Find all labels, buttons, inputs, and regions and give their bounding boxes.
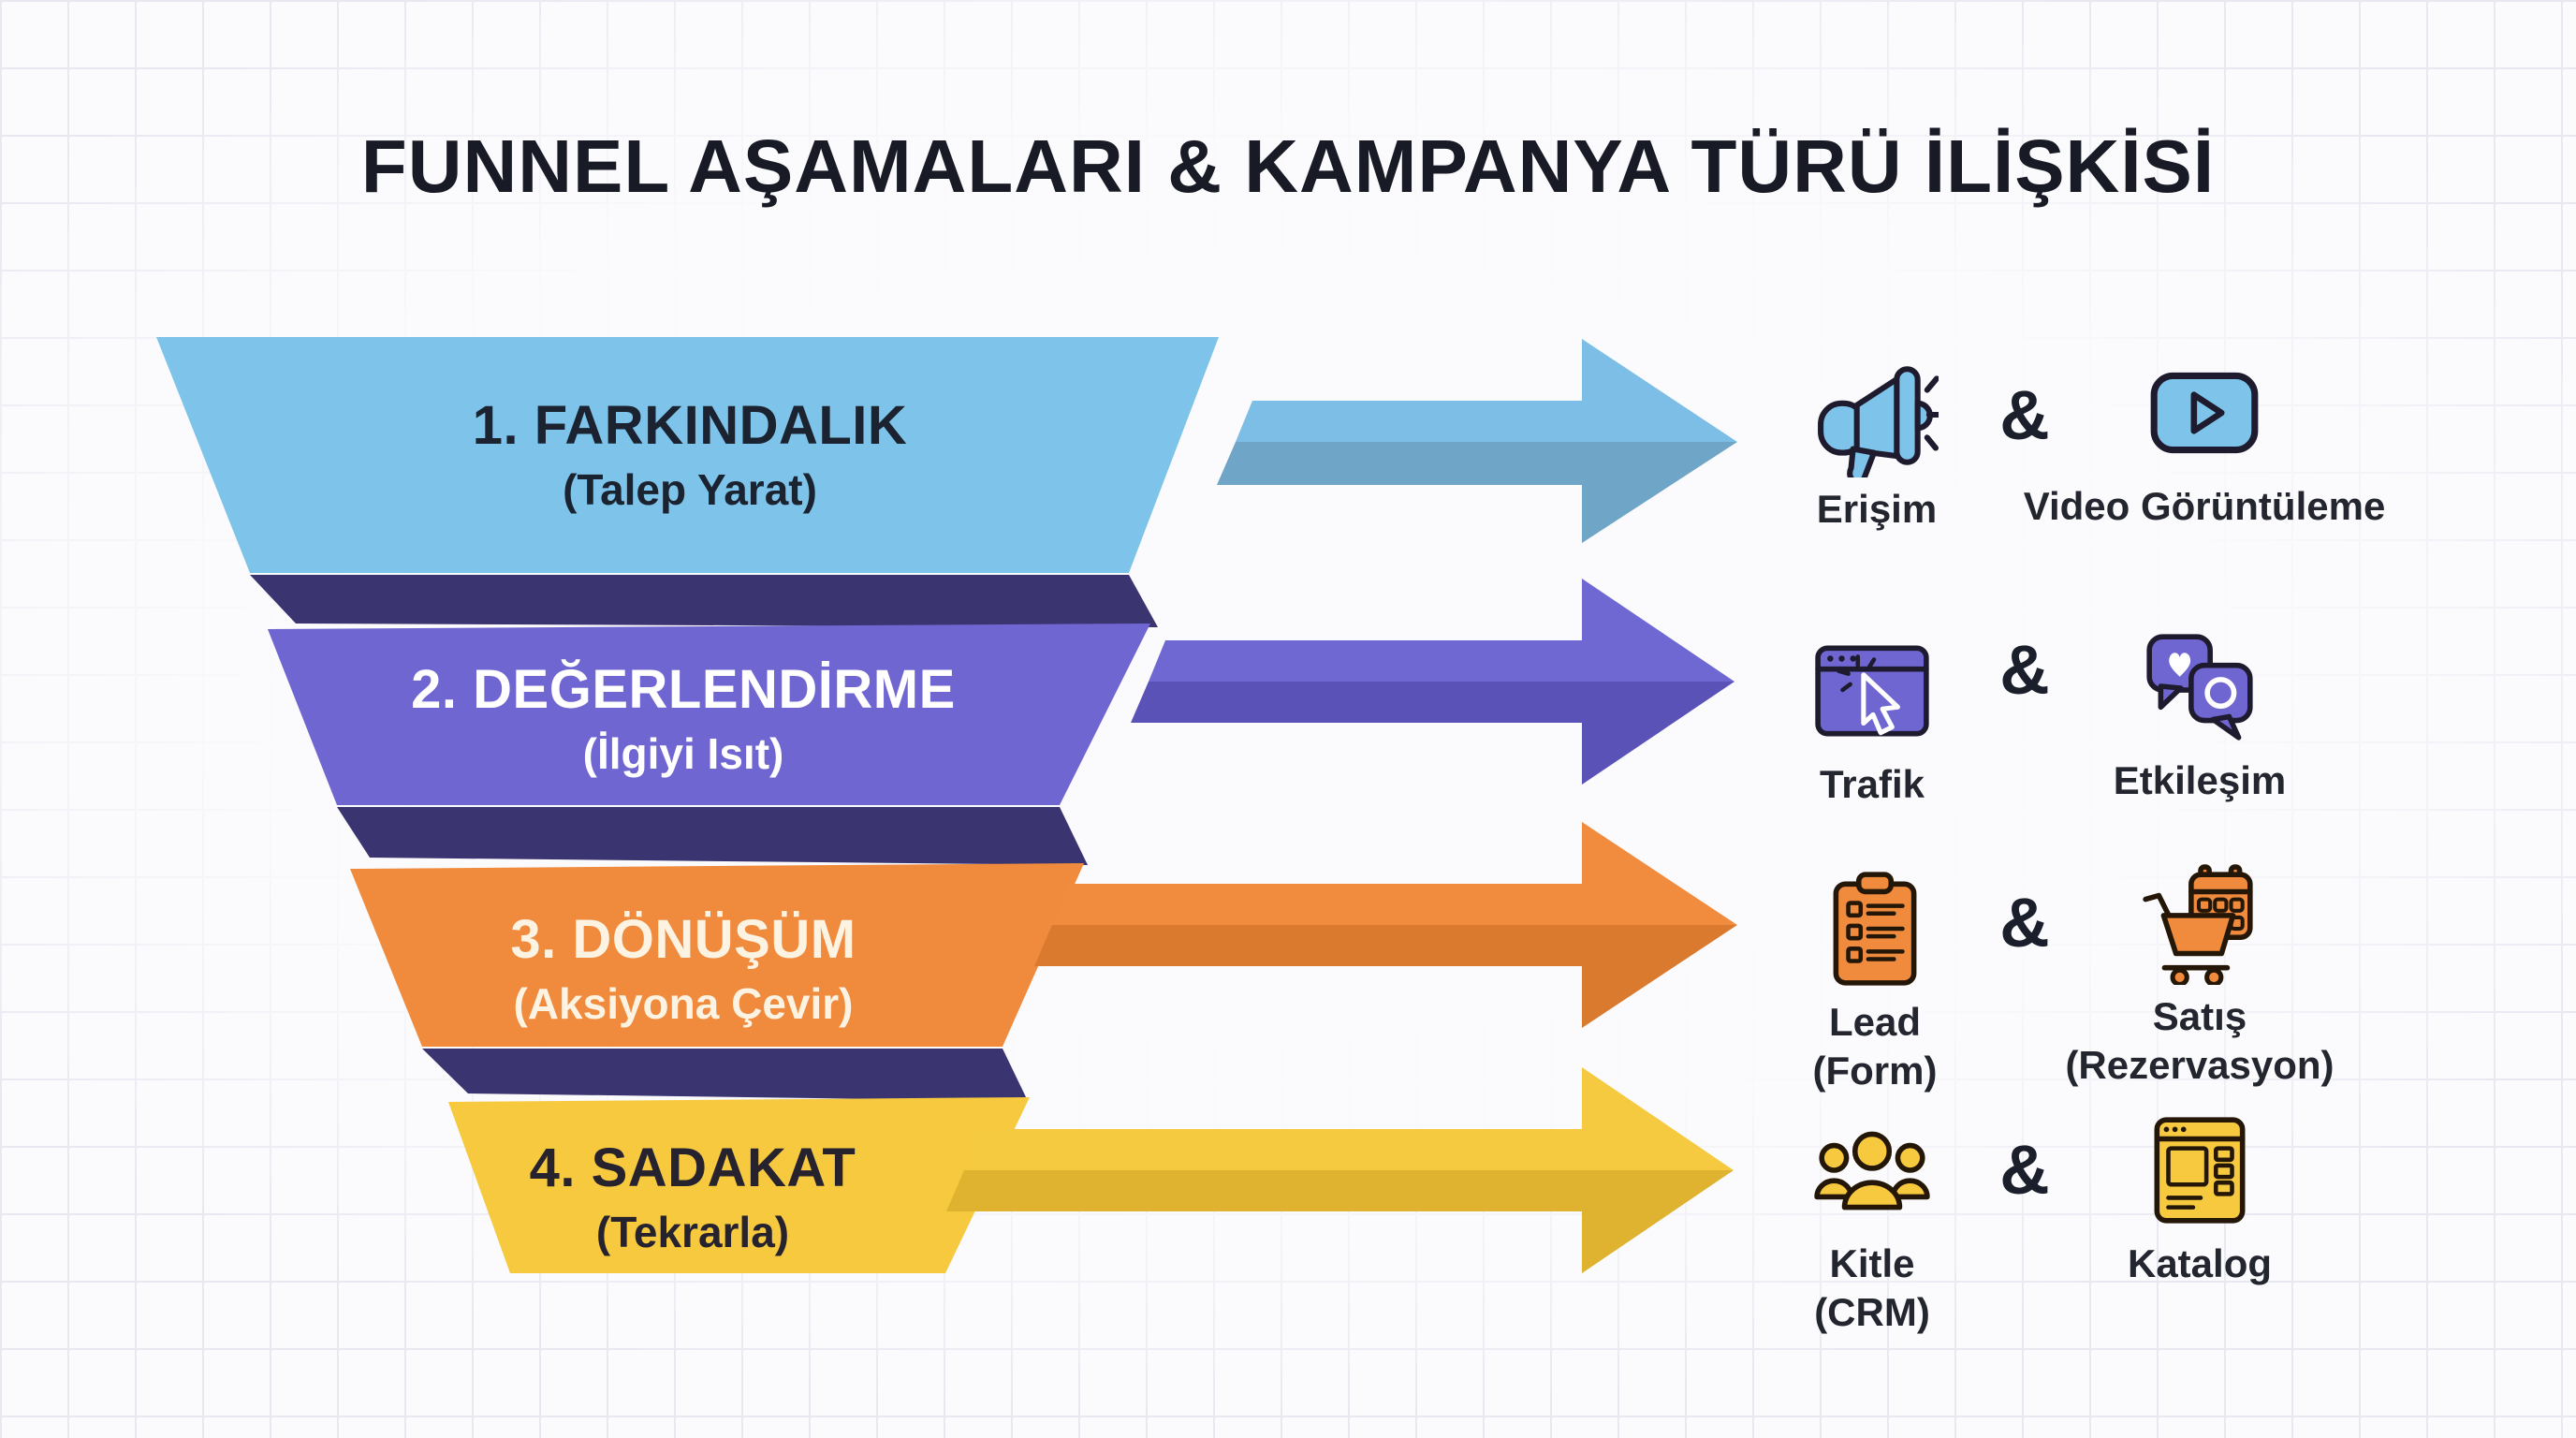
stage-subtitle: (Tekrarla) bbox=[595, 1208, 790, 1256]
item-label: Satış bbox=[2152, 994, 2247, 1038]
arrow-stage-3 bbox=[1034, 822, 1737, 1028]
item-label: Katalog bbox=[2127, 1241, 2272, 1285]
item-label-2: (Rezervasyon) bbox=[2065, 1043, 2334, 1087]
stage-subtitle: (Aksiyona Çevir) bbox=[513, 979, 854, 1028]
item-label-2: (Form) bbox=[1812, 1049, 1938, 1093]
funnel-stage-1-face bbox=[156, 337, 1219, 573]
ampersand: & bbox=[1999, 1131, 2050, 1209]
campaign-item-etkilesim: Etkileşim bbox=[1980, 625, 2420, 805]
campaign-item-video-goruntuleme: Video Görüntüleme bbox=[1984, 351, 2424, 531]
funnel-band-2 bbox=[337, 807, 1088, 865]
ampersand: & bbox=[1999, 631, 2050, 709]
stage-title: 4. SADAKAT bbox=[529, 1137, 856, 1198]
item-label: Etkileşim bbox=[2113, 758, 2287, 802]
funnel-stage-4-label: 4. SADAKAT (Tekrarla) bbox=[374, 1134, 1011, 1261]
arrow-stage-1 bbox=[1217, 339, 1737, 543]
ampersand: & bbox=[1999, 376, 2050, 454]
stage-title: 1. FARKINDALIK bbox=[472, 395, 908, 456]
funnel-stage-2-label: 2. DEĞERLENDİRME (İlgiyi Isıt) bbox=[262, 655, 1105, 783]
item-label: Lead bbox=[1828, 1000, 1922, 1044]
item-label: Trafik bbox=[1819, 762, 1925, 806]
item-label-2: (CRM) bbox=[1814, 1290, 1930, 1334]
megaphone-icon bbox=[1818, 366, 1939, 477]
funnel-band-3 bbox=[422, 1049, 1028, 1101]
clipboard-form-icon bbox=[1833, 872, 1917, 986]
item-label: Video Görüntüleme bbox=[2023, 484, 2386, 528]
page-title: FUNNEL AŞAMALARI & KAMPANYA TÜRÜ İLİŞKİS… bbox=[360, 125, 2216, 208]
cart-calendar-icon bbox=[2143, 864, 2253, 985]
stage-subtitle: (Talep Yarat) bbox=[563, 465, 817, 514]
catalog-icon bbox=[2154, 1117, 2246, 1224]
item-label: Erişim bbox=[1816, 487, 1938, 531]
campaign-item-katalog: Katalog bbox=[1980, 1108, 2420, 1288]
arrow-stage-4 bbox=[946, 1067, 1734, 1273]
funnel-stage-1-label: 1. FARKINDALIK (Talep Yarat) bbox=[250, 391, 1130, 519]
campaign-item-erisim: Erişim bbox=[1750, 354, 2003, 534]
ampersand: & bbox=[1999, 884, 2050, 961]
people-group-icon bbox=[1814, 1131, 1930, 1211]
arrow-stage-2 bbox=[1131, 579, 1734, 785]
funnel-stage-3-face bbox=[350, 863, 1084, 1047]
campaign-item-lead-form: Lead (Form) bbox=[1749, 867, 2001, 1095]
funnel-stage-3-label: 3. DÖNÜŞÜM (Aksiyona Çevir) bbox=[309, 905, 1058, 1033]
video-play-icon bbox=[2150, 372, 2259, 454]
campaign-item-trafik: Trafik bbox=[1746, 629, 1998, 809]
item-label: Kitle bbox=[1829, 1241, 1915, 1285]
chat-bubbles-icon bbox=[2146, 634, 2253, 741]
stage-subtitle: (İlgiyi Isıt) bbox=[582, 729, 784, 778]
campaign-item-satis-rezervasyon: Satış (Rezervasyon) bbox=[1980, 861, 2420, 1090]
funnel-band-1 bbox=[250, 575, 1158, 627]
stage-title: 3. DÖNÜŞÜM bbox=[510, 909, 856, 970]
funnel-stage-2-face bbox=[268, 624, 1150, 805]
stage-title: 2. DEĞERLENDİRME bbox=[411, 659, 956, 720]
funnel-stage-4-face bbox=[448, 1097, 1030, 1273]
campaign-item-kitle-crm: Kitle (CRM) bbox=[1746, 1108, 1998, 1337]
browser-click-icon bbox=[1815, 645, 1929, 737]
